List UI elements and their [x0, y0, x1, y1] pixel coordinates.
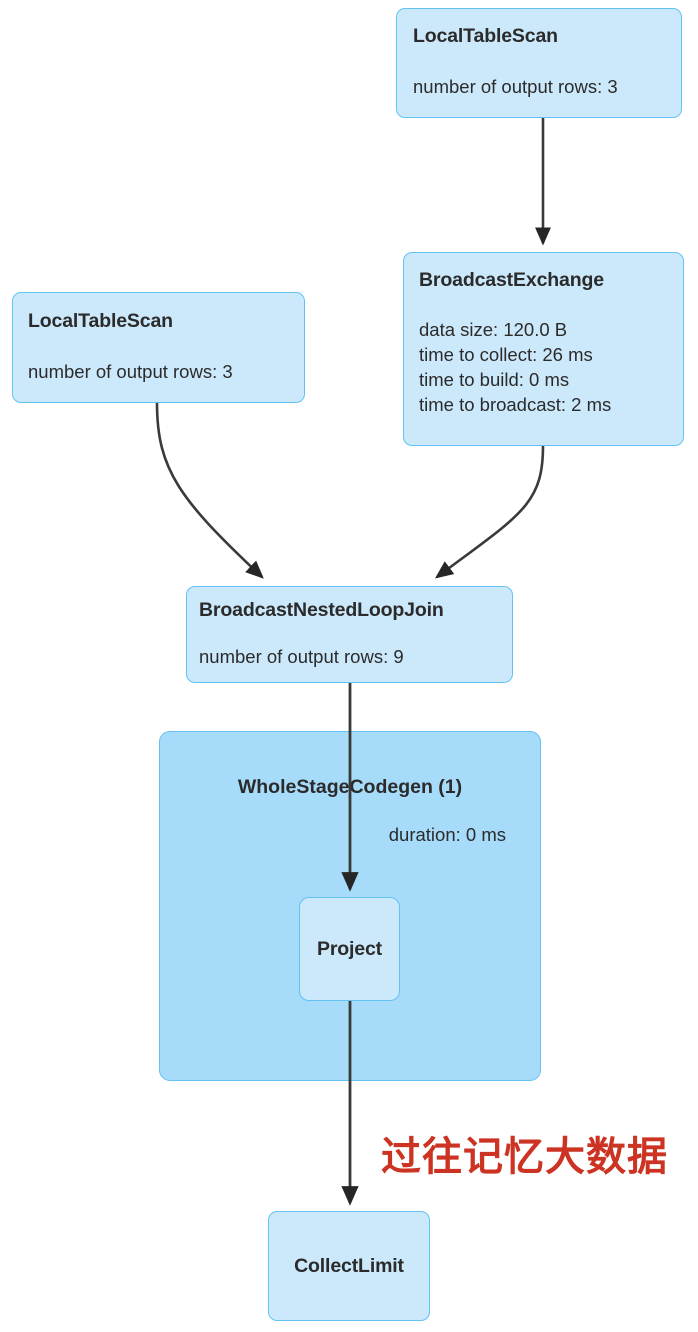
metric-row: time to broadcast: 2 ms	[419, 394, 612, 415]
node-title: CollectLimit	[294, 1254, 404, 1277]
node-project[interactable]: Project	[299, 897, 400, 1001]
metric-row: time to collect: 26 ms	[419, 344, 593, 365]
node-title: Project	[316, 937, 383, 960]
metric-row: time to build: 0 ms	[419, 369, 570, 390]
metric-row: data size: 120.0 B	[419, 319, 568, 340]
watermark-text: 过往记忆大数据	[381, 1135, 668, 1179]
metric-row: number of output rows: 9	[199, 646, 404, 667]
node-metrics: number of output rows: 3	[28, 359, 304, 384]
node-localtablescan-top[interactable]: LocalTableScan number of output rows: 3	[396, 8, 682, 118]
node-broadcastexchange[interactable]: BroadcastExchange data size: 120.0 B tim…	[403, 252, 684, 446]
metric-row: number of output rows: 3	[413, 76, 618, 97]
edge-broadcastexchange-to-join	[434, 445, 545, 579]
node-title: LocalTableScan	[28, 310, 173, 332]
node-title: BroadcastExchange	[419, 269, 604, 291]
node-metrics: number of output rows: 9	[199, 644, 512, 669]
node-title: WholeStageCodegen (1)	[237, 776, 463, 798]
node-metrics: data size: 120.0 B time to collect: 26 m…	[419, 317, 683, 417]
node-metrics: duration: 0 ms	[388, 824, 506, 845]
node-metrics: number of output rows: 3	[413, 74, 681, 99]
node-title: BroadcastNestedLoopJoin	[199, 599, 444, 621]
node-localtablescan-left[interactable]: LocalTableScan number of output rows: 3	[12, 292, 305, 403]
node-collectlimit[interactable]: CollectLimit	[268, 1211, 430, 1321]
node-broadcastnestedloopjoin[interactable]: BroadcastNestedLoopJoin number of output…	[186, 586, 513, 683]
edge-localtablescan-left-to-join	[155, 402, 264, 579]
metric-row: number of output rows: 3	[28, 361, 233, 382]
node-title: LocalTableScan	[413, 25, 558, 47]
